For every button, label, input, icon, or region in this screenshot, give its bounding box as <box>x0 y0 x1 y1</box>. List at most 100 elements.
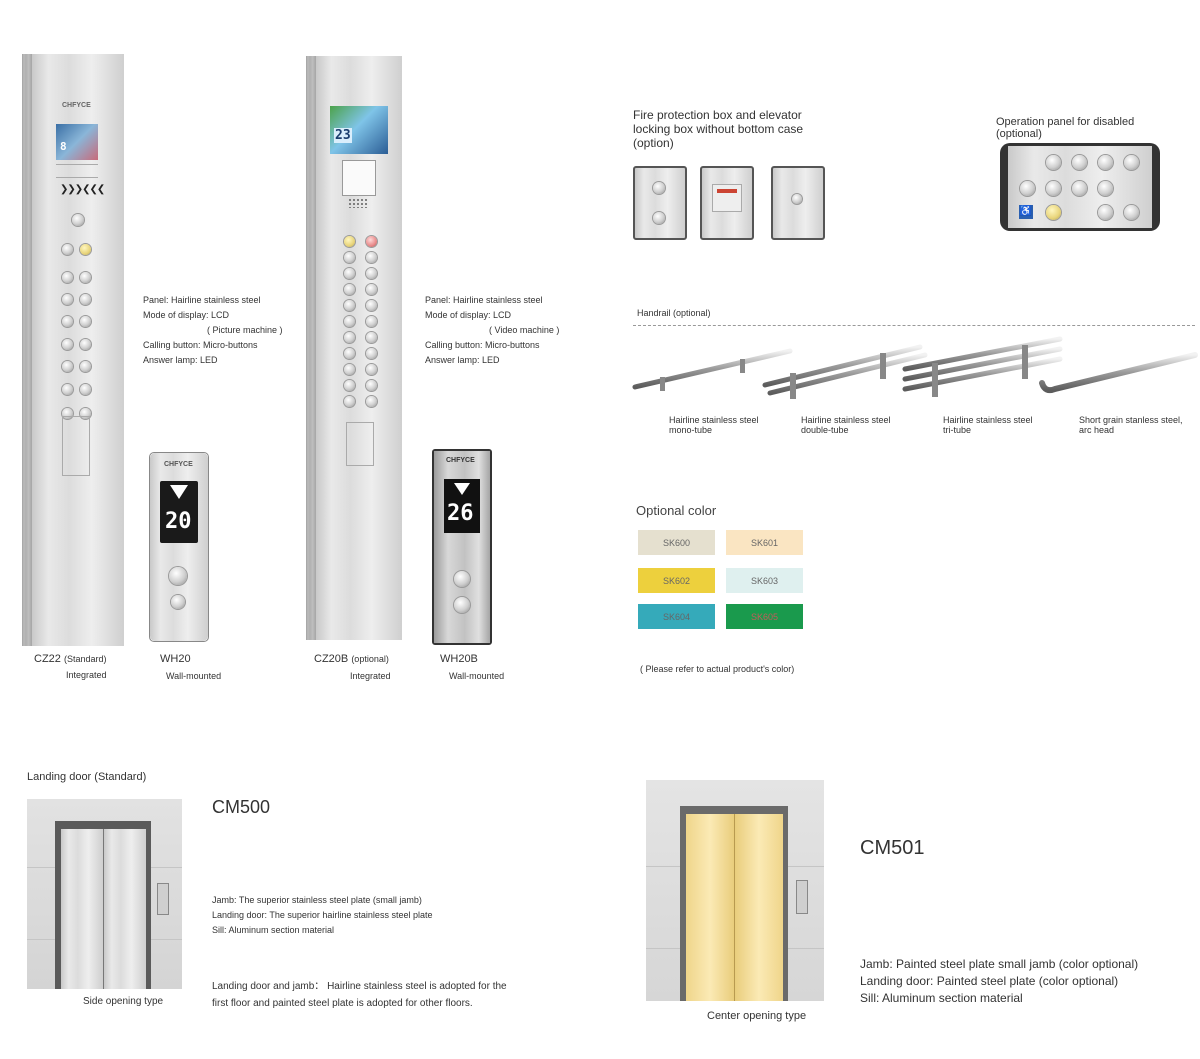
floor-button[interactable] <box>62 408 73 419</box>
mono-tube-handrail <box>632 348 793 391</box>
disabled-operation-panel: ♿ <box>1000 143 1160 231</box>
cz20b-specs: Panel: Hairline stainless steel Mode of … <box>425 293 575 368</box>
down-call-button[interactable] <box>171 595 185 609</box>
wh20-model: WH20 <box>160 653 191 665</box>
floor-button[interactable] <box>344 300 355 311</box>
floor-button[interactable] <box>366 380 377 391</box>
floor-button[interactable] <box>1046 155 1061 170</box>
call-box <box>796 880 808 914</box>
cm501-illustration <box>646 780 824 1001</box>
down-call-button[interactable] <box>454 597 470 613</box>
floor-button[interactable] <box>80 384 91 395</box>
display-caption <box>56 164 98 178</box>
locking-box-double <box>633 166 687 240</box>
floor-button[interactable] <box>80 339 91 350</box>
locking-box-single <box>771 166 825 240</box>
floor-button[interactable] <box>1020 181 1035 196</box>
floor-button[interactable] <box>62 272 73 283</box>
cm501-specs: Jamb: Painted steel plate small jamb (co… <box>860 956 1138 1007</box>
up-call-button[interactable] <box>454 571 470 587</box>
floor-button[interactable] <box>366 300 377 311</box>
floor-button[interactable] <box>62 339 73 350</box>
floor-number: 26 <box>447 501 474 526</box>
floor-button[interactable] <box>366 252 377 263</box>
floor-button[interactable] <box>1072 181 1087 196</box>
floor-button[interactable] <box>80 272 91 283</box>
spec-display: Mode of display: LCD <box>425 310 512 320</box>
floor-button[interactable] <box>80 361 91 372</box>
floor-button[interactable] <box>1072 155 1087 170</box>
down-arrow-icon <box>454 483 470 495</box>
floor-button[interactable] <box>366 332 377 343</box>
spec-button: Calling button: Micro-buttons <box>425 340 540 350</box>
floor-button[interactable] <box>80 294 91 305</box>
floor-button[interactable] <box>344 332 355 343</box>
floor-number: 23 <box>334 128 352 143</box>
floor-button[interactable] <box>62 361 73 372</box>
floor-button[interactable] <box>80 316 91 327</box>
color-swatch-sk602: SK602 <box>638 568 715 593</box>
emergency-button[interactable] <box>72 214 84 226</box>
spec-sill: Sill: Aluminum section material <box>212 925 335 935</box>
cm500-note: Landing door and jamb： Hairline stainles… <box>212 981 507 1009</box>
spec-jamb: Jamb: Painted steel plate small jamb (co… <box>860 957 1139 971</box>
floor-button[interactable] <box>1046 181 1061 196</box>
spec-lamp: Answer lamp: LED <box>143 355 218 365</box>
handrail-illustrations <box>632 336 1198 399</box>
wh20b-sub: Wall-mounted <box>449 671 505 681</box>
floor-button[interactable] <box>344 364 355 375</box>
key-switch-icon <box>792 194 802 204</box>
floor-button[interactable] <box>344 380 355 391</box>
floor-button[interactable] <box>366 284 377 295</box>
fire-box-title: Fire protection box and elevator locking… <box>633 108 804 150</box>
cz22-sub: Integrated <box>66 670 107 680</box>
floor-button[interactable] <box>1098 181 1113 196</box>
floor-button[interactable] <box>62 294 73 305</box>
floor-button[interactable] <box>344 284 355 295</box>
floor-button[interactable] <box>366 364 377 375</box>
brand-logo: CHFYCE <box>164 461 193 468</box>
floor-button[interactable] <box>366 268 377 279</box>
arrow-indicator-icon: ❯❯❯❮❮❮ <box>60 184 105 195</box>
floor-button[interactable] <box>1124 155 1139 170</box>
close-button[interactable] <box>80 244 91 255</box>
floor-button[interactable] <box>62 384 73 395</box>
open-button[interactable] <box>344 236 355 247</box>
up-call-button[interactable] <box>169 567 187 585</box>
floor-button[interactable] <box>366 348 377 359</box>
disabled-panel-title: Operation panel for disabled (optional) <box>996 116 1135 140</box>
brand-logo: CHFYCE <box>446 457 475 464</box>
display: 20 <box>160 481 198 543</box>
door-left-panel <box>61 829 103 989</box>
close-button[interactable] <box>1098 205 1113 220</box>
floor-button[interactable] <box>344 252 355 263</box>
floor-button[interactable] <box>1098 155 1113 170</box>
floor-button[interactable] <box>344 316 355 327</box>
floor-button[interactable] <box>344 268 355 279</box>
cz20b-model: CZ20B <box>314 653 349 665</box>
cm500-illustration <box>27 799 182 989</box>
open-button[interactable] <box>1046 205 1061 220</box>
color-swatch-sk600: SK600 <box>638 530 715 555</box>
floor-button[interactable] <box>80 408 91 419</box>
cz22-specs: Panel: Hairline stainless steel Mode of … <box>143 293 293 368</box>
floor-button[interactable] <box>344 348 355 359</box>
spec-landing-door: Landing door: Painted steel plate (color… <box>860 974 1119 988</box>
close-button[interactable] <box>366 236 377 247</box>
wh20-sub: Wall-mounted <box>166 671 222 681</box>
floor-button[interactable] <box>366 316 377 327</box>
display: 26 <box>444 479 480 533</box>
lcd-display: 23 <box>330 106 388 154</box>
alarm-button[interactable] <box>1124 205 1139 220</box>
cz22-model-note: (Standard) <box>63 654 107 664</box>
open-button[interactable] <box>62 244 73 255</box>
floor-button[interactable] <box>366 396 377 407</box>
floor-button[interactable] <box>62 316 73 327</box>
door-right-panel <box>734 814 783 1001</box>
cz20b-panel: 23 <box>306 56 402 640</box>
color-swatch-sk604: SK604 <box>638 604 715 629</box>
cm501-model: CM501 <box>860 837 925 859</box>
floor-button[interactable] <box>344 396 355 407</box>
